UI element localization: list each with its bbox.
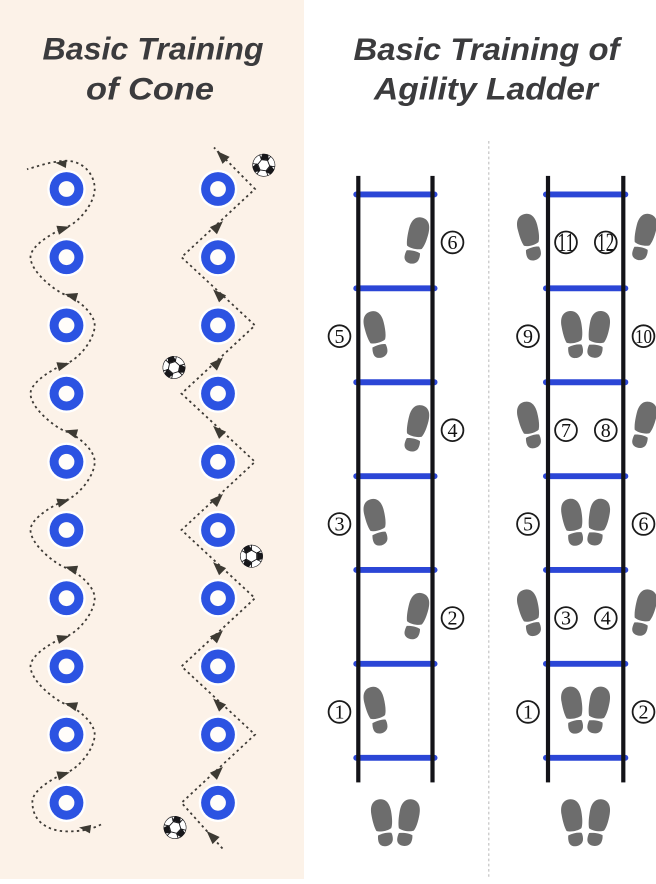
svg-text:2: 2 bbox=[448, 608, 458, 630]
svg-text:Basic Training: Basic Training bbox=[43, 31, 264, 67]
svg-text:6: 6 bbox=[639, 514, 649, 536]
svg-text:Agility Ladder: Agility Ladder bbox=[373, 71, 600, 107]
svg-text:1: 1 bbox=[523, 702, 533, 724]
svg-text:Basic Training of: Basic Training of bbox=[354, 31, 624, 67]
svg-text:11: 11 bbox=[558, 228, 575, 257]
svg-text:6: 6 bbox=[448, 232, 458, 254]
svg-text:5: 5 bbox=[523, 514, 533, 536]
svg-text:2: 2 bbox=[639, 702, 649, 724]
svg-text:of Cone: of Cone bbox=[86, 71, 214, 107]
svg-text:5: 5 bbox=[335, 326, 345, 348]
svg-text:3: 3 bbox=[335, 514, 345, 536]
svg-text:9: 9 bbox=[523, 326, 533, 348]
svg-text:3: 3 bbox=[561, 608, 571, 630]
svg-text:1: 1 bbox=[335, 702, 345, 724]
svg-text:10: 10 bbox=[635, 326, 652, 348]
svg-text:12: 12 bbox=[597, 228, 614, 257]
svg-text:7: 7 bbox=[561, 420, 571, 442]
svg-text:8: 8 bbox=[601, 420, 611, 442]
svg-text:4: 4 bbox=[448, 420, 458, 442]
svg-text:4: 4 bbox=[601, 608, 611, 630]
